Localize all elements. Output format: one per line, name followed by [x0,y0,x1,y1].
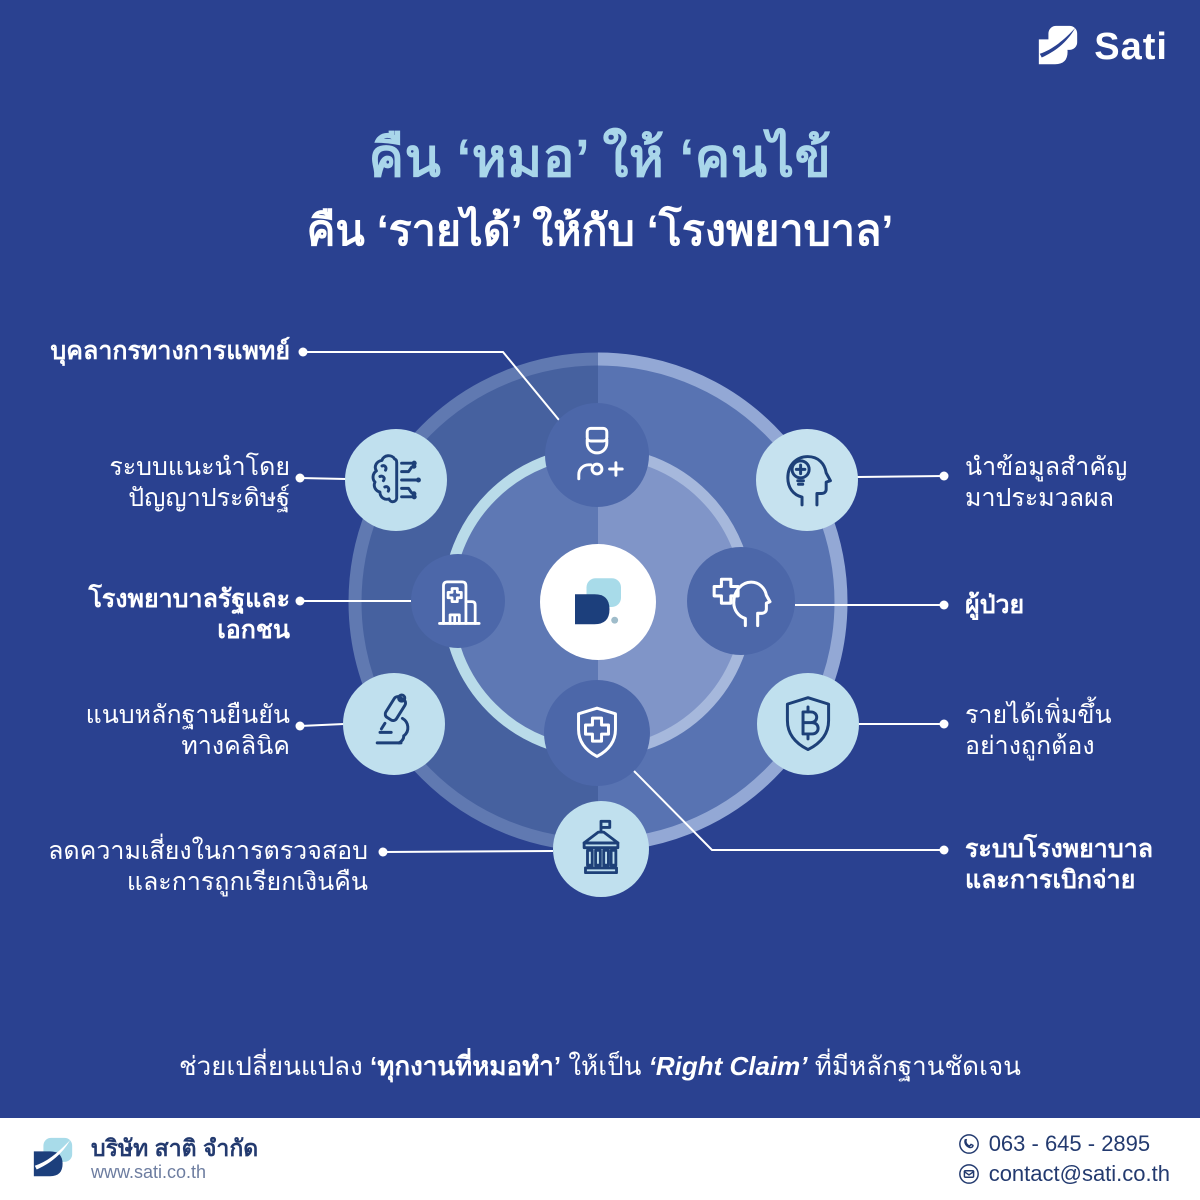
label-patient: ผู้ป่วย [965,590,1024,621]
node-data-processing [756,429,858,531]
label-data-processing: นำข้อมูลสำคัญ มาประมวลผล [965,452,1127,514]
patient-head-icon [712,577,772,628]
label-line: ทางคลินิค [181,732,290,760]
tagline-segment: ช่วยเปลี่ยนแปลง [179,1051,370,1081]
shield-baht-icon [785,696,831,752]
label-public-private-hospitals: โรงพยาบาลรัฐและ เอกชน [88,584,290,646]
sati-logo-icon [1039,25,1078,65]
label-line: เอกชน [217,616,290,644]
label-line: มาประมวลผล [965,484,1115,512]
label-line: ระบบแนะนำโดย [109,453,290,481]
shield-cross-icon [577,706,617,758]
label-clinical-evidence: แนบหลักฐานยืนยัน ทางคลินิค [86,700,290,762]
page-title: คืน ‘หมอ’ ให้ ‘คนไข้ [368,129,832,188]
connector-lines [295,347,949,857]
label-line: อย่างถูกต้อง [965,732,1095,760]
footer-brand: บริษัท สาติ จำกัด www.sati.co.th [30,1135,258,1183]
phone-icon [958,1134,979,1154]
doctor-icon [577,426,624,481]
node-hospital-billing-system [544,680,650,786]
label-line: ปัญญาประดิษฐ์ [128,484,290,512]
hospital-icon [438,580,481,625]
label-line: นำข้อมูลสำคัญ [965,453,1128,481]
node-clinical-evidence [343,673,445,775]
phone-number: 063 - 645 - 2895 [988,1131,1151,1156]
node-audit-risk-reduction [553,801,649,897]
node-patient [687,547,795,655]
label-revenue-increase: รายได้เพิ่มขึ้น อย่างถูกต้อง [965,700,1112,762]
node-revenue-increase [757,673,859,775]
email-row: contact@sati.co.th [958,1161,1170,1187]
head-lightbulb-icon [786,455,832,507]
node-public-private-hospitals [411,554,505,648]
label-line: ผู้ป่วย [965,591,1025,619]
microscope-icon [375,693,410,745]
phone-row: 063 - 645 - 2895 [958,1131,1170,1157]
company-name: บริษัท สาติ จำกัด [91,1135,259,1161]
tagline: ช่วยเปลี่ยนแปลง ‘ทุกงานที่หมอทำ’ ให้เป็น… [0,1046,1200,1087]
brand-header: Sati [1035,24,1168,70]
website-url: www.sati.co.th [91,1162,207,1182]
sati-logo-icon [33,1137,73,1177]
label-line: โรงพยาบาลรัฐและ [88,585,290,613]
brand-name: Sati [1094,25,1168,68]
label-line: และการเบิกจ่าย [965,866,1136,894]
tagline-segment: ที่มีหลักฐานชัดเจน [807,1051,1021,1081]
tagline-segment: ให้เป็น [561,1051,649,1081]
label-ai-recommendation: ระบบแนะนำโดย ปัญญาประดิษฐ์ [109,452,290,514]
bank-icon [582,819,620,875]
label-line: แนบหลักฐานยืนยัน [85,701,290,729]
node-ai-recommendation [345,429,447,531]
ai-brain-icon [371,454,421,504]
footer-bar: บริษัท สาติ จำกัด www.sati.co.th 063 - 6… [0,1118,1200,1200]
node-medical-personnel [545,403,649,507]
label-line: และการถูกเรียกเงินคืน [126,868,368,896]
page-subtitle: คืน ‘รายได้’ ให้กับ ‘โรงพยาบาล’ [306,207,894,255]
sati-logo-mark [575,578,621,625]
label-audit-risk-reduction: ลดความเสี่ยงในการตรวจสอบ และการถูกเรียกเ… [48,836,368,898]
tagline-segment-right-claim: ‘Right Claim’ [648,1051,808,1081]
label-hospital-billing-system: ระบบโรงพยาบาล และการเบิกจ่าย [965,834,1153,896]
email-icon [958,1164,979,1184]
label-medical-personnel: บุคลากรทางการแพทย์ [50,336,290,367]
email-address: contact@sati.co.th [988,1161,1170,1186]
tagline-segment-bold: ‘ทุกงานที่หมอทำ’ [369,1051,562,1081]
label-line: ระบบโรงพยาบาล [965,835,1154,863]
label-line: บุคลากรทางการแพทย์ [50,337,290,365]
label-line: ลดความเสี่ยงในการตรวจสอบ [48,837,368,865]
center-hub [540,544,656,660]
footer-contacts: 063 - 645 - 2895 contact@sati.co.th [958,1131,1170,1187]
label-line: รายได้เพิ่มขึ้น [965,701,1112,729]
